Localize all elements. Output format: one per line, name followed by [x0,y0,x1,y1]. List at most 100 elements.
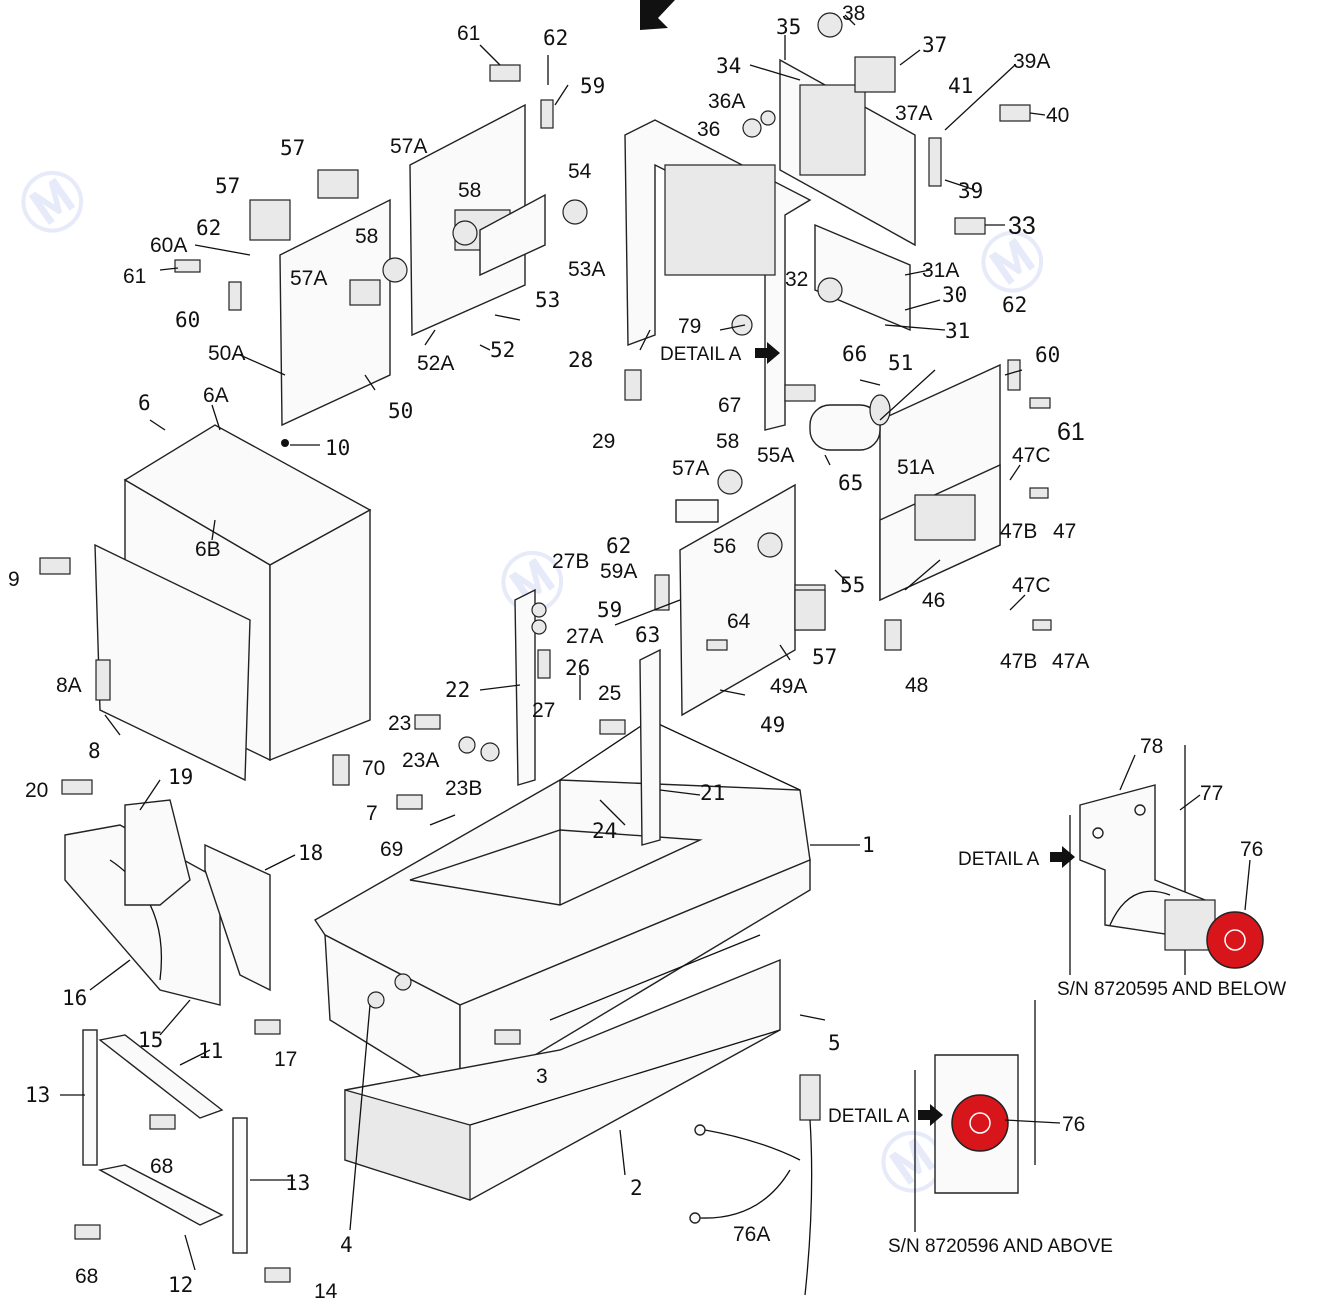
label-50: 50 [388,399,413,423]
label-6B: 6B [195,538,221,561]
label-57A-top: 57A [390,135,427,158]
label-62-left: 62 [196,216,221,240]
label-6A: 6A [203,384,229,407]
part-11-bracket [98,1034,224,1119]
label-1: 1 [862,833,875,857]
detail-a-lower-label: DETAIL A [828,1106,910,1127]
label-61-right: 61 [1057,418,1085,446]
part-65-muffler [809,394,891,451]
bolt-14 [264,1267,291,1283]
bolt-61-right [1029,397,1051,409]
label-53: 53 [535,288,560,312]
label-47A: 47A [1052,650,1089,673]
label-47B-lower: 47B [1000,650,1037,673]
label-24: 24 [592,819,617,843]
label-55A: 55A [757,444,794,467]
label-25: 25 [598,682,621,705]
label-70: 70 [362,757,385,780]
label-61-top: 61 [457,22,480,45]
bolt-17 [254,1019,281,1035]
label-58-mid: 58 [458,179,481,202]
label-23A: 23A [402,749,439,772]
nut-58-b [452,220,478,246]
bolt-61-top [489,64,521,82]
label-65: 65 [838,471,863,495]
label-46: 46 [922,589,945,612]
label-37: 37 [922,33,947,57]
label-28: 28 [568,348,593,372]
part-53-bracket [479,193,546,277]
label-21: 21 [700,781,725,805]
bolts [39,64,1052,1283]
bolt-3 [494,1029,521,1045]
stop-button-icon [1206,911,1264,969]
label-36: 36 [697,118,720,141]
leader-lines [60,14,1251,1271]
label-9: 9 [8,568,20,591]
label-62-lower: 62 [606,534,631,558]
label-56: 56 [713,535,736,558]
label-33: 33 [1008,212,1036,240]
label-35: 35 [776,15,801,39]
label-36A: 36A [708,90,745,113]
label-22: 22 [445,678,470,702]
stop-button-icon-lower [951,1094,1009,1152]
label-63: 63 [635,623,660,647]
label-79: 79 [678,315,701,338]
part-30-rear-screen [814,223,911,332]
bolt-25 [599,719,626,735]
label-18: 18 [298,841,323,865]
label-50A: 50A [208,342,245,365]
bolt-47a [1032,619,1052,631]
washer-27A [531,619,547,635]
svg-text:Ⓜ: Ⓜ [7,156,101,252]
label-52: 52 [490,338,515,362]
washer-36A [760,110,776,126]
label-39A: 39A [1013,50,1050,73]
detail-captions: DETAIL A DETAIL A DETAIL A S/N 8720595 A… [660,344,1286,1257]
label-17: 17 [274,1048,297,1071]
label-57-lower: 57 [812,645,837,669]
handle-57-lower [794,589,826,631]
label-58-lower: 58 [716,430,739,453]
bolt-68a [149,1114,176,1130]
label-64: 64 [727,610,751,633]
label-31A: 31A [922,259,959,282]
label-13-left: 13 [25,1083,50,1107]
label-76A: 76A [733,1223,770,1246]
bolt-9 [39,557,71,575]
detail-a-lower [914,1000,1036,1232]
hinges [228,99,1021,611]
label-57A-left: 57A [290,267,327,290]
bolt-23 [414,714,441,730]
label-51A: 51A [897,456,934,479]
bolt-7 [332,754,350,786]
nuts [367,12,843,1009]
detail-a-upper-label: DETAIL A [958,849,1040,870]
label-62-right: 62 [1002,293,1027,317]
label-58-left: 58 [355,225,378,248]
view-direction-arrow-icon [640,0,675,30]
nut-36 [742,118,762,138]
nut-56 [757,532,783,558]
bolt-33 [954,217,986,235]
label-37A: 37A [895,102,932,125]
label-20: 20 [25,779,48,802]
part-1-base-frame [314,719,811,1102]
label-47C-lower: 47C [1012,574,1051,597]
label-2: 2 [630,1176,643,1200]
label-57-top: 57 [280,136,305,160]
label-13-right: 13 [285,1171,310,1195]
detail-pointer-icon-lower [918,1104,943,1126]
nut-38 [817,12,843,38]
bolt-61 [174,259,201,273]
label-48: 48 [905,674,928,697]
nut-54 [562,199,588,225]
label-55: 55 [840,573,865,597]
label-14: 14 [314,1280,338,1303]
label-40: 40 [1046,104,1069,127]
label-54: 54 [568,160,592,183]
label-11: 11 [198,1039,223,1063]
label-51: 51 [888,351,913,375]
